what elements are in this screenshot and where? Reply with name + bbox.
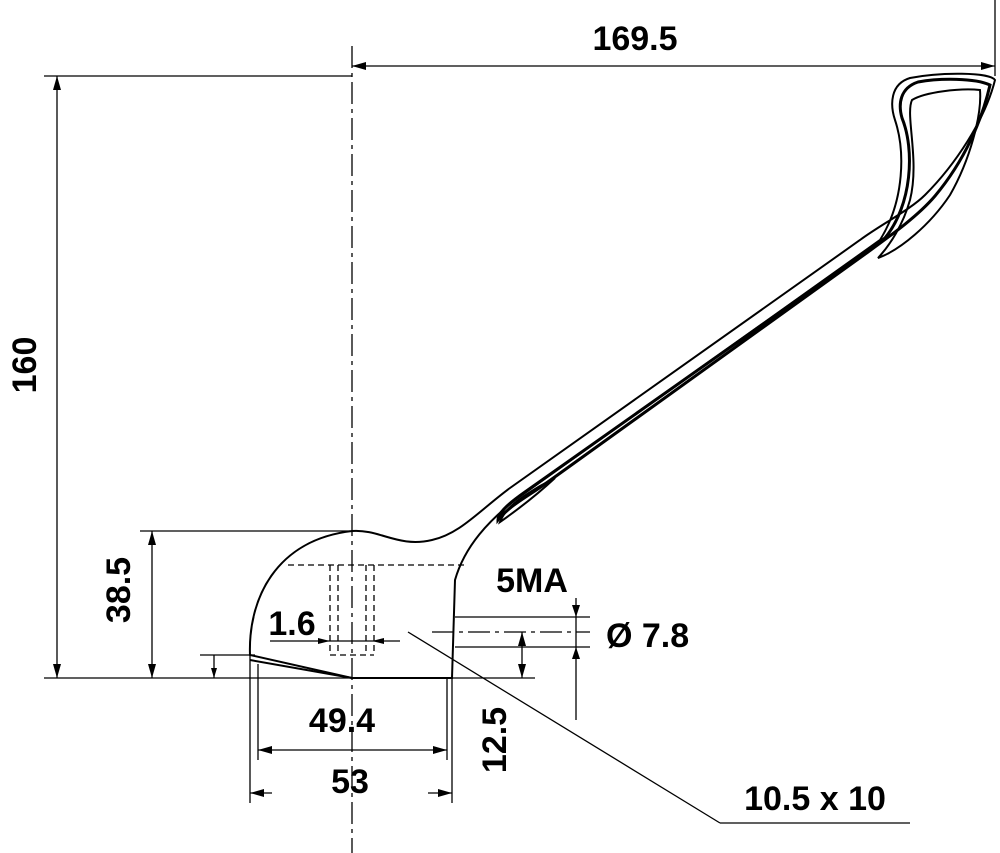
arrow-head [352, 62, 366, 70]
arrow-head [250, 789, 264, 797]
dim-label-inner-width: 49.4 [309, 702, 375, 740]
dim-label-bore-inset: 1.6 [268, 605, 315, 643]
arrow-head [53, 664, 61, 678]
dim-label-hole-height: 12.5 [476, 707, 514, 773]
hook-outer-outline [248, 72, 997, 679]
leader-line-slot [407, 631, 721, 824]
arrow-head [211, 668, 217, 678]
dim-label-base-width: 53 [331, 763, 369, 801]
dim-label-overall-height: 160 [6, 337, 44, 394]
arrow-head [518, 664, 526, 678]
arrow-head [981, 62, 995, 70]
arrow-head [438, 789, 452, 797]
hook-arm-inner-outline [496, 77, 992, 525]
arrow-head [148, 664, 156, 678]
arrow-head [572, 647, 580, 659]
arrow-head [148, 531, 156, 545]
hook-tip-slot [877, 88, 982, 259]
arrow-head [318, 638, 330, 644]
arm-slot [497, 477, 556, 525]
dim-label-hole-diameter: Ø 7.8 [606, 617, 689, 655]
arrow-head [53, 76, 61, 90]
dim-label-thread: 5MA [496, 562, 568, 600]
arrow-head [372, 638, 384, 644]
dim-label-overall-width: 169.5 [592, 20, 677, 58]
dim-label-slot-size: 10.5 x 10 [744, 780, 886, 818]
arrow-head [572, 605, 580, 617]
arrow-head [518, 632, 526, 646]
dim-label-base-height: 38.5 [100, 557, 138, 623]
arrow-head [433, 746, 447, 754]
arrow-head [258, 746, 272, 754]
base-bottom-chamfer [249, 659, 353, 679]
